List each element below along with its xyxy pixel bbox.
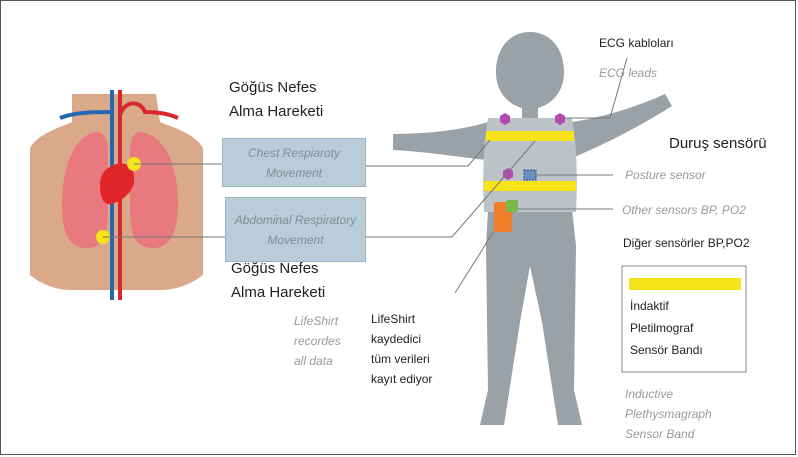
abdominal-movement-box-line2: Movement — [267, 230, 323, 250]
legend-label-tr-line2: Pletilmograf — [630, 317, 703, 339]
chest-movement-box-line1: Chest Respiaroty — [248, 143, 340, 163]
figure-legs — [480, 210, 582, 425]
lifeshirt-caption-tr: LifeShirt kaydedici tüm verileri kayıt e… — [371, 309, 432, 389]
inductive-band-label-en-line3: Sensor Band — [625, 424, 712, 444]
abdominal-movement-label-tr-line1: Göğüs Nefes — [231, 257, 325, 281]
posture-label-en: Posture sensor — [625, 168, 706, 182]
posture-label-tr: Duruş sensörü — [669, 135, 767, 152]
lifeshirt-caption-en-line1: LifeShirt — [294, 311, 341, 331]
abdominal-movement-label-tr: Göğüs Nefes Alma Hareketi — [231, 257, 325, 305]
figure-left-arm — [393, 122, 488, 160]
legend-band-swatch — [629, 278, 741, 290]
lifeshirt-caption-tr-line2: kaydedici — [371, 329, 432, 349]
legend-label-tr-line3: Sensör Bandı — [630, 339, 703, 361]
ecg-label-tr: ECG kabloları — [599, 36, 674, 50]
chest-movement-label-tr: Göğüs Nefes Alma Hareketi — [229, 76, 323, 124]
ecg-label-en: ECG leads — [599, 66, 657, 80]
figure-right-arm — [572, 94, 672, 158]
chest-movement-label-tr-line1: Göğüs Nefes — [229, 76, 323, 100]
chest-movement-label-tr-line2: Alma Hareketi — [229, 100, 323, 124]
inductive-band-label-en-line2: Plethysmagraph — [625, 404, 712, 424]
chest-movement-box-line2: Movement — [266, 163, 322, 183]
lifeshirt-caption-tr-line1: LifeShirt — [371, 309, 432, 329]
abdominal-band — [484, 181, 576, 191]
chest-band — [486, 131, 574, 141]
torso-illustration — [30, 90, 203, 300]
chest-movement-box: Chest Respiaroty Movement — [222, 138, 366, 187]
inductive-band-label-en: Inductive Plethysmagraph Sensor Band — [625, 384, 712, 444]
lifeshirt-caption-en: LifeShirt recordes all data — [294, 311, 341, 371]
legend-label-tr-line1: İndaktif — [630, 295, 703, 317]
posture-sensor — [524, 170, 536, 180]
abdominal-movement-box-line1: Abdominal Respiratory — [235, 210, 356, 230]
legend-label-tr: İndaktif Pletilmograf Sensör Bandı — [630, 295, 703, 361]
other-sensors-label-en: Other sensors BP, PO2 — [622, 203, 746, 217]
other-sensor-device — [506, 200, 518, 212]
lifeshirt-caption-tr-line3: tüm verileri — [371, 349, 432, 369]
other-sensors-label-tr: Diğer sensörler BP,PO2 — [623, 236, 750, 250]
lifeshirt-caption-tr-line4: kayıt ediyor — [371, 369, 432, 389]
inductive-band-label-en-line1: Inductive — [625, 384, 712, 404]
figure-head — [496, 32, 564, 118]
abdominal-movement-box: Abdominal Respiratory Movement — [225, 197, 366, 262]
abdominal-movement-label-tr-line2: Alma Hareketi — [231, 281, 325, 305]
lifeshirt-caption-en-line2: recordes — [294, 331, 341, 351]
lifeshirt-caption-en-line3: all data — [294, 351, 341, 371]
